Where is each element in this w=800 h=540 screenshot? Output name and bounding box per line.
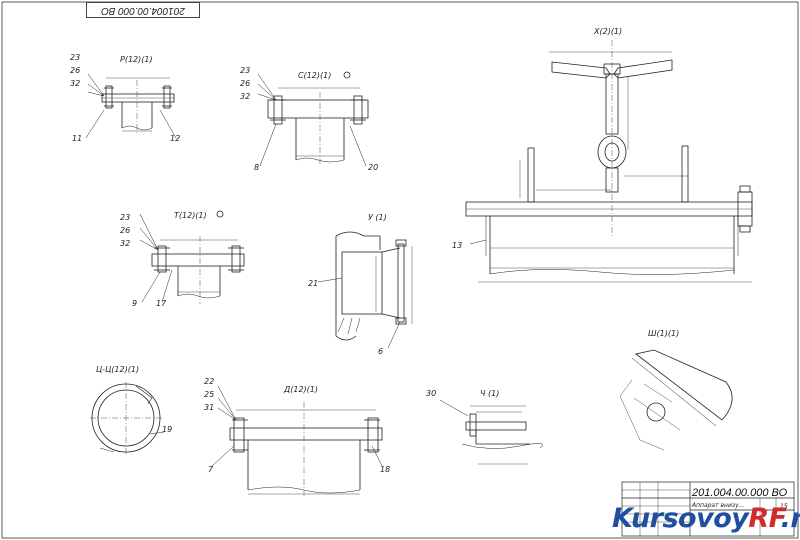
callout-r-1: 23 (70, 53, 80, 62)
callout-r-2: 26 (70, 66, 80, 75)
callout-s-4: 8 (254, 163, 259, 172)
view-s (257, 71, 369, 167)
view-d (211, 385, 383, 498)
view-sh (619, 349, 733, 451)
callout-r-3: 32 (70, 79, 80, 88)
callout-d-3: 31 (204, 403, 214, 412)
callout-d-4: 7 (208, 465, 214, 474)
watermark-logo: KursovoyRF.ru (612, 503, 800, 534)
callout-d-5: 18 (380, 465, 390, 474)
view-u (317, 231, 413, 349)
view-v-title: Ч (1) (480, 389, 499, 398)
callout-t-5: 17 (156, 299, 167, 308)
callout-s-1: 23 (240, 66, 250, 75)
callout-u-1: 21 (308, 279, 318, 288)
view-x (465, 40, 753, 283)
title-block-name: Аппарат внизу... (691, 502, 744, 509)
view-r (85, 73, 177, 139)
view-sh-title: Ш(1)(1) (648, 329, 679, 338)
view-d-title: Д(12)(1) (283, 385, 318, 394)
view-v (439, 399, 543, 465)
callout-d-1: 22 (204, 377, 214, 386)
view-x-title: Х(2)(1) (593, 27, 622, 36)
callout-r-5: 12 (170, 134, 180, 143)
watermark-suffix: RF (748, 503, 781, 534)
view-cc (90, 382, 165, 454)
callout-s-5: 20 (368, 163, 378, 172)
watermark-brand: Kursovoy (612, 503, 749, 534)
view-s-title: С(12)(1) (298, 71, 331, 80)
callout-s-3: 32 (240, 92, 250, 101)
watermark-tld: .ru (780, 503, 800, 534)
callout-r-4: 11 (72, 134, 82, 143)
view-r-title: Р(12)(1) (120, 55, 153, 64)
callout-t-4: 9 (132, 299, 137, 308)
callout-cc-1: 19 (162, 425, 172, 434)
callout-t-3: 32 (120, 239, 130, 248)
view-t (139, 210, 245, 304)
view-t-title: Т(12)(1) (174, 211, 207, 220)
title-block-designation: 201.004.00.000 ВО (692, 487, 788, 499)
callout-d-2: 25 (204, 390, 214, 399)
view-u-title: У (1) (368, 213, 387, 222)
callout-s-2: 26 (240, 79, 250, 88)
callout-v-1: 30 (426, 389, 436, 398)
title-block (621, 481, 795, 537)
callout-x-1: 13 (452, 241, 462, 250)
view-cc-title: Ц-Ц(12)(1) (96, 365, 139, 374)
rotated-stamp: 201004.00.000 ВО (86, 2, 200, 18)
callout-u-2: 6 (378, 347, 383, 356)
callout-t-1: 23 (120, 213, 130, 222)
title-block-scale: 15 (780, 503, 788, 510)
callout-t-2: 26 (120, 226, 130, 235)
